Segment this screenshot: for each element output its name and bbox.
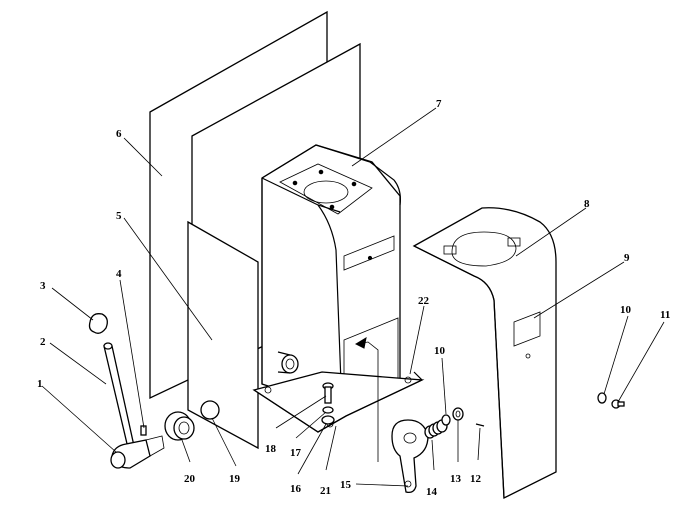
- arrow-head: [354, 336, 367, 349]
- callout-21: 21: [320, 485, 331, 497]
- part-10-washer-right: [597, 392, 607, 404]
- leader-lines: [41, 107, 665, 487]
- callout-14: 14: [426, 486, 438, 498]
- callout-10-right: 10: [620, 304, 632, 316]
- part-16-washer: [321, 415, 335, 425]
- callout-9: 9: [624, 252, 630, 264]
- callout-18: 18: [265, 443, 277, 455]
- callout-2: 2: [40, 336, 46, 348]
- part-10-washer-left: [441, 414, 451, 426]
- callout-22: 22: [418, 295, 430, 307]
- callout-19: 19: [229, 473, 241, 485]
- part-19-hole: [200, 400, 220, 420]
- part-5-front-panel: [187, 220, 259, 450]
- part-20-bearing: [164, 411, 195, 441]
- callout-1: 1: [37, 378, 43, 390]
- part-15-disc-plate: [391, 419, 429, 494]
- part-18-bolt: [322, 382, 334, 404]
- callout-12: 12: [470, 473, 482, 485]
- callout-8: 8: [584, 198, 590, 210]
- callout-7: 7: [436, 98, 442, 110]
- callout-17: 17: [290, 447, 302, 459]
- callout-6: 6: [116, 128, 122, 140]
- callout-4: 4: [116, 268, 122, 280]
- callout-20: 20: [184, 473, 196, 485]
- callout-5: 5: [116, 210, 122, 222]
- callout-11: 11: [660, 309, 670, 321]
- callout-3: 3: [40, 280, 46, 292]
- callout-13: 13: [450, 473, 462, 485]
- callout-16: 16: [290, 483, 302, 495]
- part-3-knob: [88, 313, 108, 334]
- part-12-pin: [475, 423, 485, 427]
- callout-10-left: 10: [434, 345, 446, 357]
- part-17-washer: [322, 406, 334, 414]
- part-8-front-cover: [412, 207, 557, 500]
- part-7-housing: [252, 144, 425, 433]
- callout-15: 15: [340, 479, 352, 491]
- part-13-nut: [452, 407, 464, 421]
- part-1-2-crank-handle: [103, 342, 165, 469]
